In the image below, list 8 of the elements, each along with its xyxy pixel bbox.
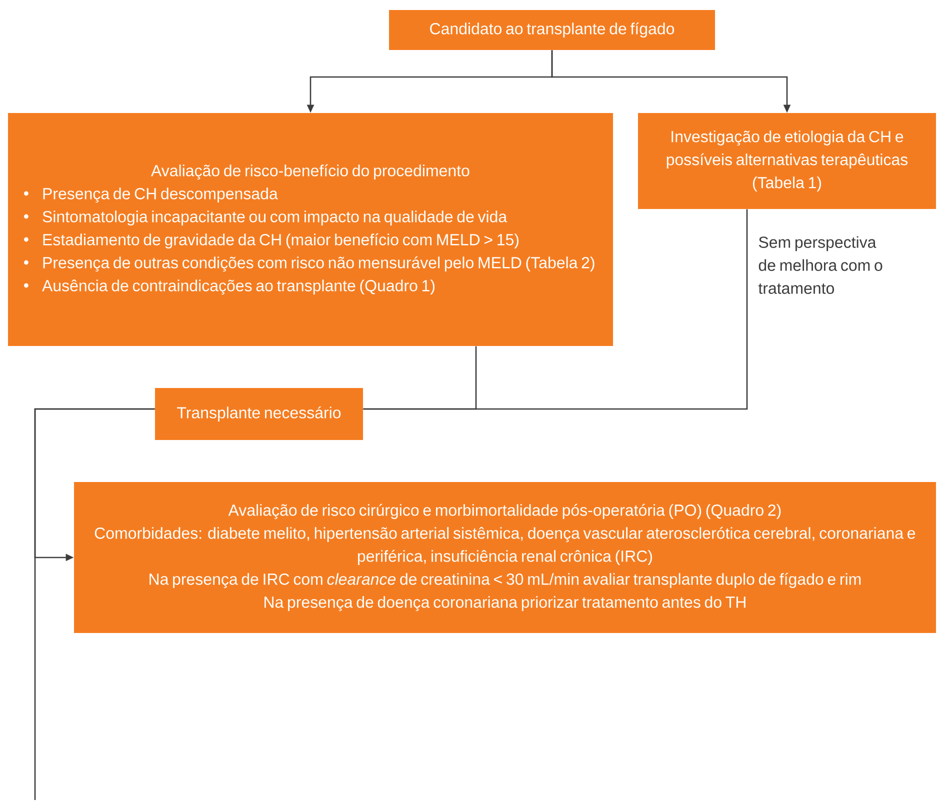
- process-box: Candidato ao transplante de fígado: [389, 10, 715, 50]
- process-box: Transplante necessário: [155, 388, 363, 440]
- connector: [34, 408, 155, 800]
- process-box: Avaliação de risco-benefício do procedimento Presença de CH descompensada Sintomatologia incapacitante ou com impacto na qualidade de vida Estadiamento de gravidade da CH (maior benefício com MELD > 15) Presença de outras condições com risco não mensurável pelo MELD (Tabela 2) Ausência de contraindicações ao transplante (Quadro 1): [8, 113, 613, 346]
- connector: [363, 209, 748, 410]
- process-box: Avaliação de risco cirúrgico e morbimortalidade pós-operatória (PO) (Quadro 2) Comorbidades: diabete melito, hipertensão arterial sistêmica, doença vascular aterosclerótica cerebral, coronariana e periférica, insuficiência renal crônica (IRC) Na presença de IRC com clearance de creatinina < 30 mL/min avaliar transplante duplo de fígado e rim Na presença de doença coronariana priorizar tratamento antes do TH: [74, 482, 936, 633]
- process-box: Investigação de etiologia da CH e possíveis alternativas terapêuticas (Tabela 1): [638, 113, 936, 209]
- edge-label: Sem perspectiva de melhora com o tratamento: [758, 236, 882, 294]
